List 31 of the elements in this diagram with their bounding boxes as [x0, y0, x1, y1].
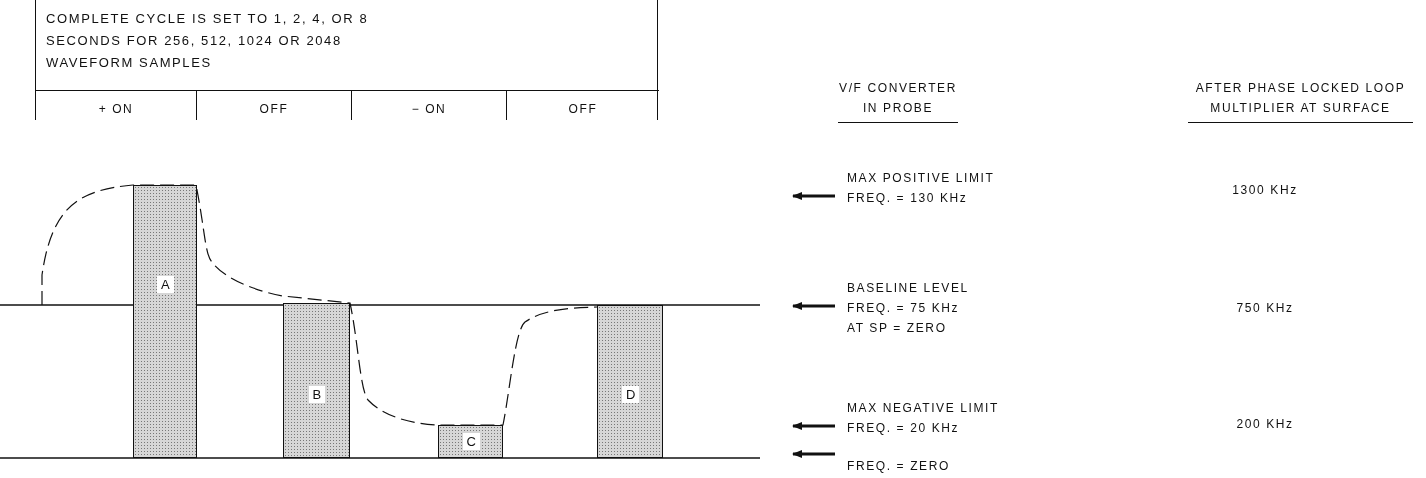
arrow — [792, 302, 835, 310]
level-text: AT SP = ZERO — [847, 320, 947, 337]
level-text: BASELINE LEVEL — [847, 280, 969, 297]
level-text: FREQ. = 130 KHz — [847, 190, 968, 207]
arrow — [792, 422, 835, 430]
phase-cell: OFF — [196, 90, 351, 120]
phase-cell: OFF — [506, 90, 659, 120]
phase-cell: + ON — [36, 90, 196, 120]
arrow — [792, 192, 835, 200]
bar-letter: C — [462, 433, 480, 450]
level-text: FREQ. = 75 KHz — [847, 300, 960, 317]
bar-letter: A — [157, 276, 174, 293]
bar-letter: B — [308, 386, 326, 403]
sample-bar — [597, 305, 663, 458]
sample-bar — [283, 303, 350, 458]
phase-cell: − ON — [351, 90, 506, 120]
level-text: FREQ. = 20 KHz — [847, 420, 960, 437]
header-panel — [35, 0, 658, 120]
frequency-value: 200 KHz — [1235, 416, 1295, 433]
sample-bar — [133, 185, 197, 458]
column-heading: AFTER PHASE LOCKED LOOP MULTIPLIER AT SURFACE — [1188, 78, 1413, 123]
frequency-value: 750 KHz — [1235, 300, 1295, 317]
frequency-value: 1300 KHz — [1231, 182, 1299, 199]
level-text: MAX POSITIVE LIMIT — [847, 170, 995, 187]
cycle-note: COMPLETE CYCLE IS SET TO 1, 2, 4, OR 8 SECONDS FOR 256, 512, 1024 OR 2048 WAVEFORM SAMPLES — [46, 10, 370, 72]
bar-letter: D — [622, 386, 640, 403]
level-text: FREQ. = ZERO — [847, 458, 950, 475]
column-heading: V/F CONVERTER IN PROBE — [838, 78, 958, 123]
level-text: MAX NEGATIVE LIMIT — [847, 400, 999, 417]
sample-bar — [438, 425, 503, 458]
arrow — [792, 450, 835, 458]
